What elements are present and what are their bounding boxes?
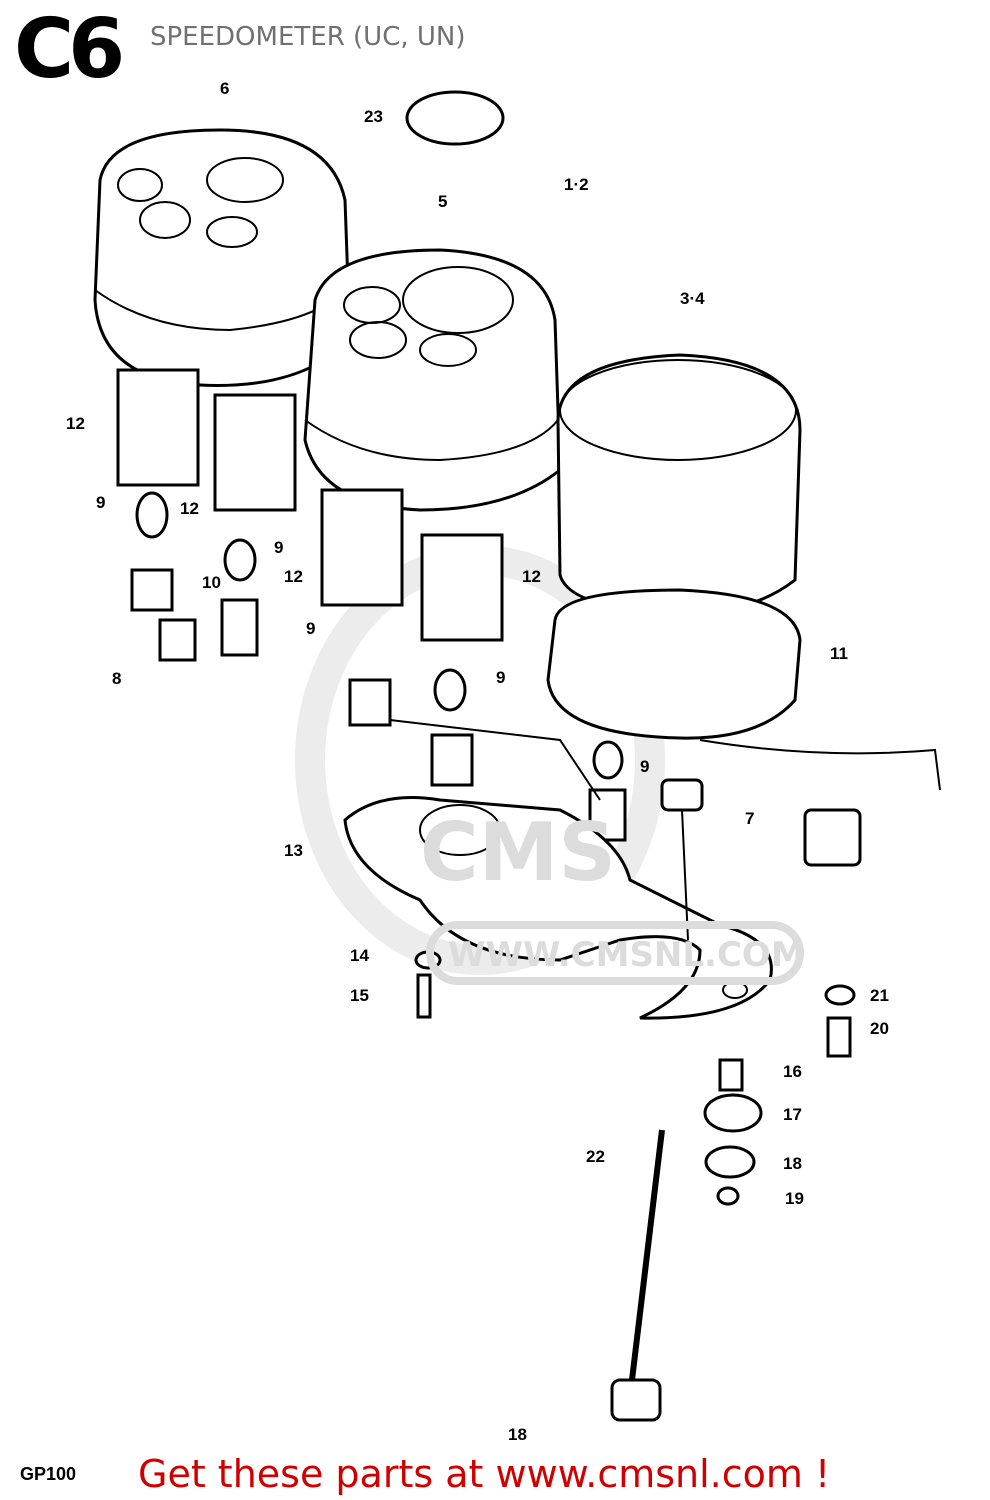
watermark: CMS WWW.CMSNL.COM <box>420 806 805 985</box>
callout: 9 <box>496 668 505 687</box>
callout: 18 <box>783 1154 802 1173</box>
callout: 9 <box>274 538 283 557</box>
cover-11 <box>546 588 802 740</box>
callout: 15 <box>350 986 369 1005</box>
meter-case-6 <box>93 128 352 512</box>
ring-23 <box>405 90 505 146</box>
callout: 9 <box>640 757 649 776</box>
bulb-sockets <box>130 491 627 842</box>
callout: 20 <box>870 1019 889 1038</box>
callout: 13 <box>284 841 303 860</box>
callout: 1·2 <box>564 175 589 194</box>
callout: 6 <box>220 79 229 98</box>
cable-22 <box>610 778 704 1422</box>
callout: 12 <box>284 567 303 586</box>
callout: 9 <box>306 619 315 638</box>
speedometer-3-4 <box>546 353 941 867</box>
callout: 5 <box>438 192 447 211</box>
page-title: SPEEDOMETER (UC, UN) <box>150 22 466 52</box>
watermark-text: WWW.CMSNL.COM <box>448 935 805 975</box>
callout: 12 <box>522 567 541 586</box>
callout: 14 <box>350 946 369 965</box>
callout: 19 <box>785 1189 804 1208</box>
callout: 18 <box>508 1425 527 1444</box>
callout: 23 <box>364 107 383 126</box>
callout: 12 <box>180 499 199 518</box>
bracket-13 <box>343 796 773 1020</box>
callout: 8 <box>112 669 121 688</box>
callout-labels: 6 23 1·2 5 3·4 12 9 12 9 10 12 12 9 8 9 … <box>66 79 889 1444</box>
meter-case-5 <box>303 248 562 642</box>
callout: 21 <box>870 986 889 1005</box>
watermark-logo: CMS <box>420 806 616 899</box>
diagram-code: C6 <box>14 2 125 97</box>
callout: 11 <box>830 644 848 663</box>
callout: 10 <box>202 573 221 592</box>
callout: 12 <box>66 414 85 433</box>
callout: 16 <box>783 1062 802 1081</box>
callout: 7 <box>745 809 754 828</box>
cta-link[interactable]: Get these parts at www.cmsnl.com ! <box>138 1452 831 1496</box>
callout: 22 <box>586 1147 605 1166</box>
callout: 3·4 <box>680 289 705 308</box>
connector-7 <box>803 808 862 867</box>
callout: 17 <box>783 1105 802 1124</box>
callout: 9 <box>96 493 105 512</box>
model-label: GP100 <box>20 1464 77 1484</box>
